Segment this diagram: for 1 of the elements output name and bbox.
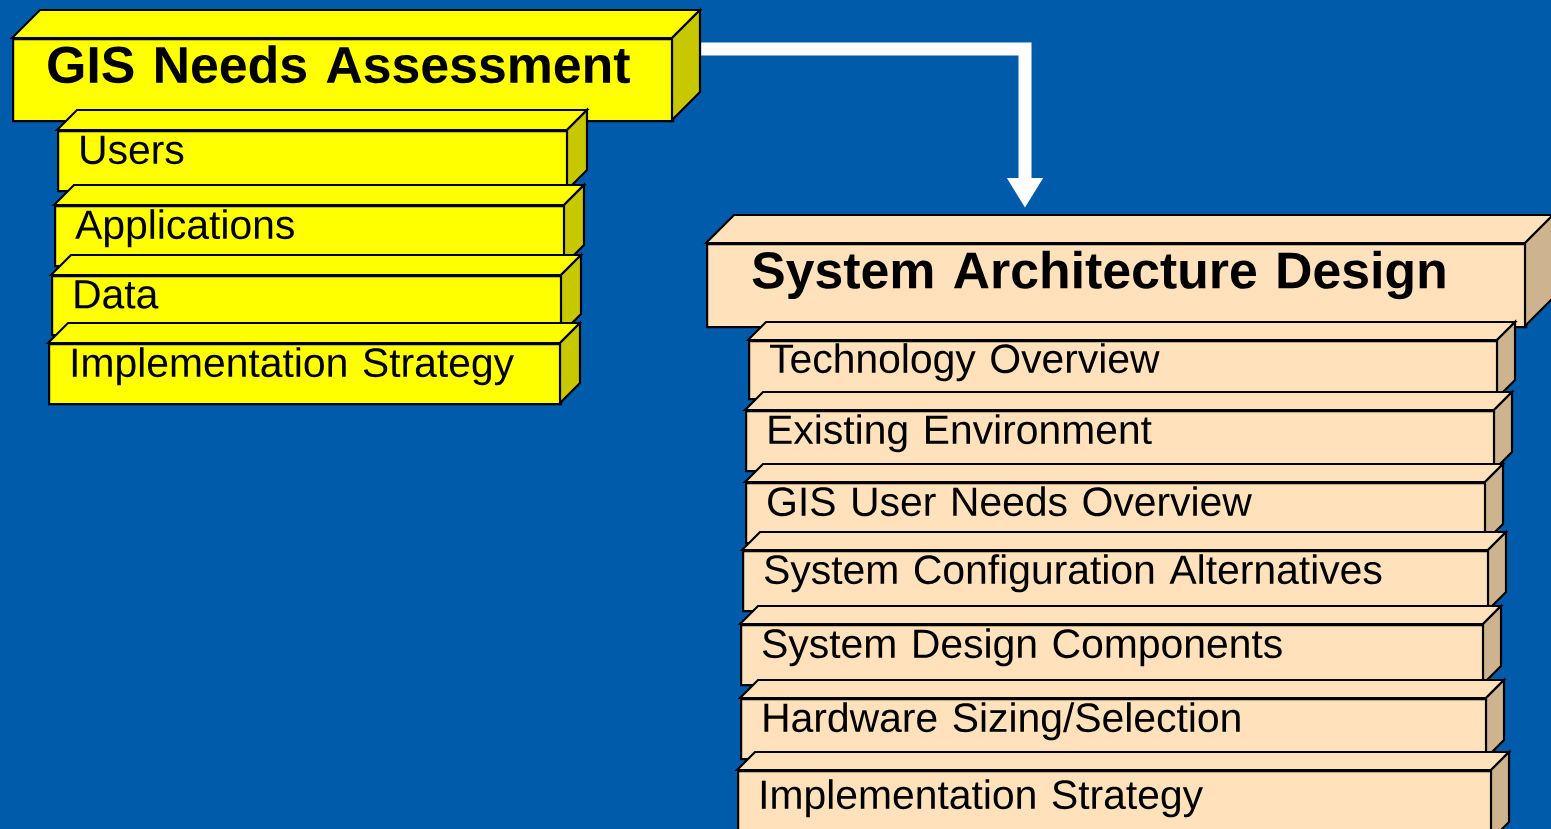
- node-label: Implementation Strategy: [761, 779, 1203, 818]
